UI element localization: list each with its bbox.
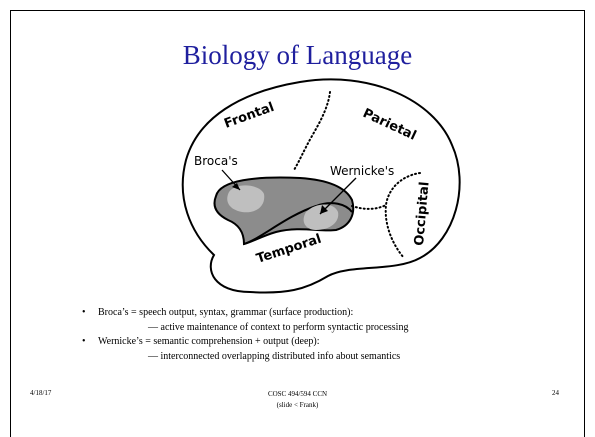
bullet-list: • Broca’s = speech output, syntax, gramm… xyxy=(76,306,556,364)
footer-page-number: 24 xyxy=(552,389,559,397)
bullet-subitem-broca: — active maintenance of context to perfo… xyxy=(148,321,409,333)
slide-frame-left xyxy=(10,10,11,437)
label-occipital: Occipital xyxy=(412,181,433,246)
parietal-occipital-boundary xyxy=(351,204,387,210)
bullet-symbol: • xyxy=(82,336,86,347)
slide-frame-top xyxy=(10,10,585,17)
slide-frame-right xyxy=(584,10,585,437)
footer-date: 4/18/17 xyxy=(30,389,52,397)
label-broca: Broca's xyxy=(194,154,238,168)
occipital-boundary xyxy=(384,172,421,259)
central-sulcus xyxy=(293,91,331,171)
wernicke-arrowhead xyxy=(320,205,328,214)
bullet-item-broca: • Broca’s = speech output, syntax, gramm… xyxy=(76,306,556,321)
footer-credit: (slide < Frank) xyxy=(276,401,319,410)
wernicke-area-highlight xyxy=(303,204,339,230)
wernicke-arrow xyxy=(319,177,357,215)
label-wernicke: Wernicke's xyxy=(330,164,394,178)
footer-center: COSC 494/594 CCN (slide < Frank) xyxy=(0,389,595,411)
bullet-text: Wernicke’s = semantic comprehension + ou… xyxy=(98,336,320,347)
bullet-item-wernicke: • Wernicke’s = semantic comprehension + … xyxy=(76,335,556,350)
bullet-subitem-wernicke: — interconnected overlapping distributed… xyxy=(148,350,401,362)
bullet-symbol: • xyxy=(82,307,86,318)
footer-course: COSC 494/594 CCN xyxy=(267,390,328,398)
slide-title: Biology of Language xyxy=(182,40,413,70)
broca-arrowhead xyxy=(232,183,240,190)
bullet-text: Broca’s = speech output, syntax, grammar… xyxy=(98,307,354,318)
broca-area-highlight xyxy=(227,185,265,213)
